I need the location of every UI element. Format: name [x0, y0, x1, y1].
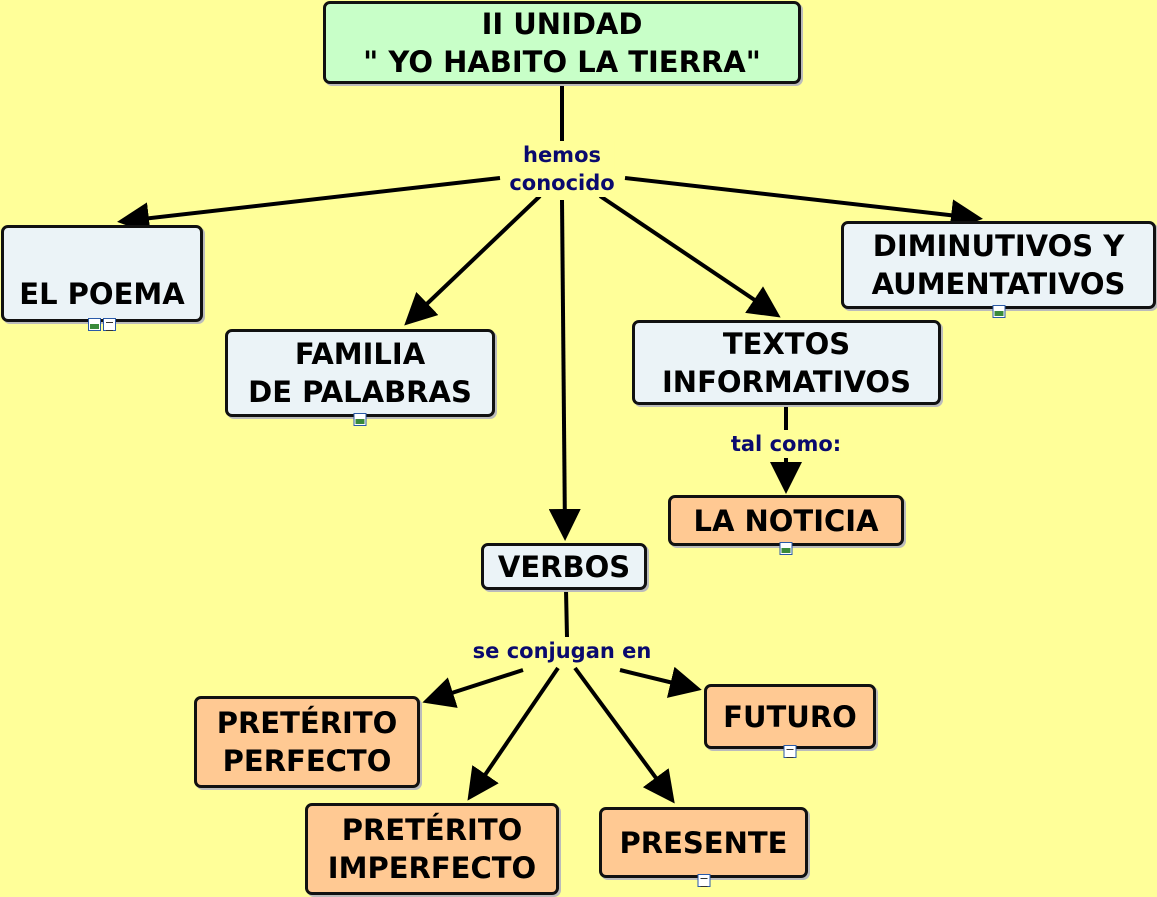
concept-text: DE PALABRAS [248, 375, 472, 409]
concept-text: VERBOS [497, 549, 631, 584]
concept-text: INFORMATIVOS [662, 364, 911, 399]
arrow-poema [117, 176, 501, 235]
link-line [564, 589, 569, 638]
document-resource-icon[interactable] [783, 745, 797, 758]
concept-la-noticia[interactable]: LA NOTICIA [668, 495, 904, 555]
concept-text: FAMILIA [294, 337, 426, 371]
image-resource-icon[interactable] [779, 542, 793, 555]
concept-text: EL POEMA [19, 277, 185, 311]
title-line1: II UNIDAD [481, 6, 643, 41]
document-resource-icon[interactable] [103, 318, 116, 331]
arrow-textos [598, 194, 781, 318]
document-resource-icon[interactable] [697, 874, 710, 887]
concept-diminutivos[interactable]: DIMINUTIVOS Y AUMENTATIVOS [841, 221, 1156, 318]
link-text: hemos [522, 143, 602, 167]
concept-text: IMPERFECTO [327, 851, 537, 885]
concept-text: TEXTOS [722, 326, 851, 361]
link-label-se-conjugan-en[interactable]: se conjugan en [472, 637, 652, 665]
image-resource-icon[interactable] [992, 305, 1005, 318]
concept-text: FUTURO [723, 699, 857, 734]
image-resource-icon[interactable] [88, 318, 101, 331]
concept-title[interactable]: II UNIDAD " YO HABITO LA TIERRA" [323, 1, 801, 84]
arrow-verbos [548, 199, 581, 541]
arrow-perfecto [422, 668, 524, 708]
image-resource-icon[interactable] [353, 413, 367, 426]
concept-preterito-imperfecto[interactable]: PRETÉRITO IMPERFECTO [305, 803, 559, 895]
arrow-presente [573, 666, 675, 804]
link-label-tal-como[interactable]: tal como: [730, 430, 842, 458]
concept-text: PRESENTE [619, 825, 788, 860]
link-label-hemos-conocido[interactable]: hemos conocido [509, 141, 615, 197]
concept-text: PRETÉRITO [341, 813, 523, 847]
link-text: conocido [509, 171, 615, 195]
concept-text: DIMINUTIVOS Y [872, 229, 1125, 263]
arrow-diminutivos [624, 176, 983, 232]
concept-text: PRETÉRITO [216, 706, 398, 740]
concept-preterito-perfecto[interactable]: PRETÉRITO PERFECTO [194, 696, 420, 788]
arrow-imperfecto [467, 666, 560, 801]
concept-el-poema[interactable]: EL POEMA [1, 225, 203, 331]
concept-verbos[interactable]: VERBOS [481, 543, 647, 590]
concept-text: LA NOTICIA [693, 503, 879, 538]
concept-futuro[interactable]: FUTURO [704, 684, 876, 758]
concept-textos-informativos[interactable]: TEXTOS INFORMATIVOS [632, 320, 941, 405]
concept-text: AUMENTATIVOS [871, 267, 1126, 301]
concept-presente[interactable]: PRESENTE [599, 807, 808, 887]
arrow-futuro [619, 666, 702, 698]
title-line2: " YO HABITO LA TIERRA" [363, 44, 761, 79]
arrow-familia [404, 194, 542, 326]
concept-text: PERFECTO [222, 744, 392, 778]
concept-familia-palabras[interactable]: FAMILIA DE PALABRAS [225, 329, 495, 426]
